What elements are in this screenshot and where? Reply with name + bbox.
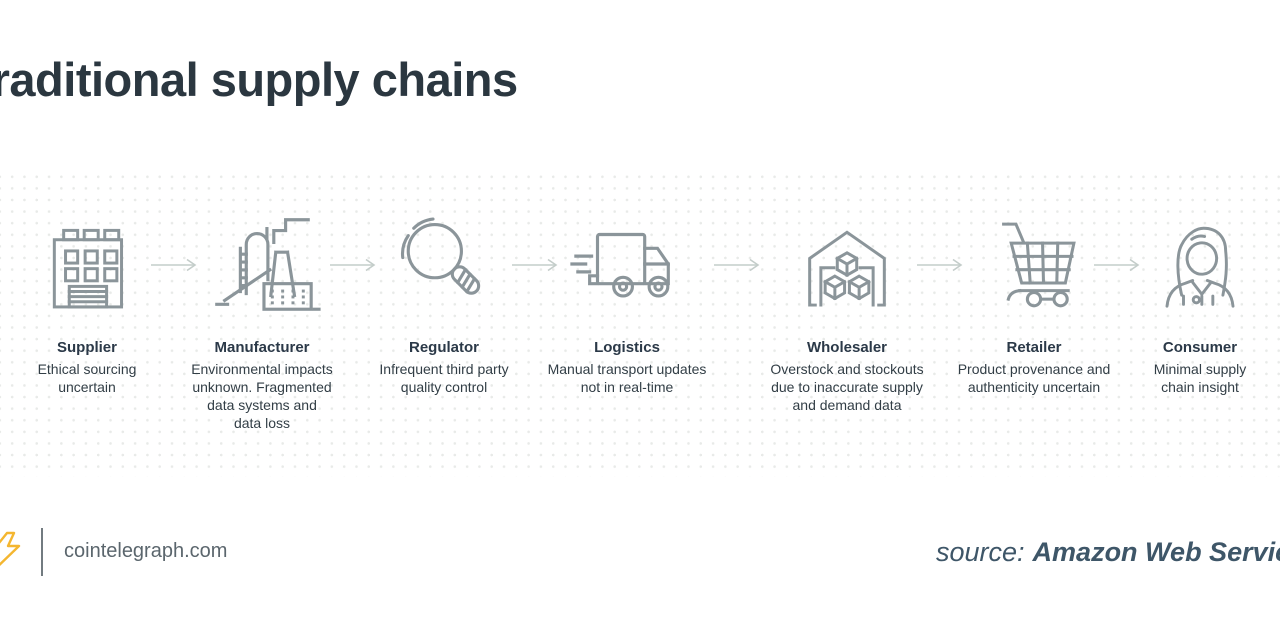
stage-label: Supplier [56,339,117,356]
magnifier-icon [364,199,524,329]
source-name: Amazon Web Services [1032,537,1280,567]
flow-right-arrow-icon [916,258,964,272]
stage-description: Manual transport updates not in real-tim… [547,361,707,395]
stage-logistics: Logistics Manual transport updates not i… [535,199,719,396]
stage-description: Overstock and stockouts due to inaccurat… [770,361,924,413]
source-line: source:Amazon Web Services [936,537,1280,568]
stage-manufacturer: Manufacturer Environmental impacts unkno… [180,199,344,432]
source-label: source: [936,537,1025,567]
flow-right-arrow-icon [150,258,198,272]
diagram-band: Supplier Ethical sourcing uncertain [0,167,1280,477]
flow-right-arrow-icon [1093,258,1141,272]
flow-right-arrow-icon [713,258,761,272]
flow-right-arrow-icon [329,258,377,272]
stage-label: Retailer [1006,339,1062,356]
building-icon [17,199,157,329]
stage-label: Regulator [408,339,479,356]
stage-label: Manufacturer [214,339,310,356]
stage-description: Environmental impacts unknown. Fragmente… [191,361,333,431]
cointelegraph-bolt-icon [0,531,22,580]
stage-supplier: Supplier Ethical sourcing uncertain [17,199,157,396]
stage-description: Ethical sourcing uncertain [37,361,137,395]
truck-icon [535,199,719,329]
page-title: Traditional supply chains [0,53,518,106]
stage-description: Infrequent third party quality control [379,361,509,395]
stage-label: Consumer [1162,339,1238,356]
stage-description: Minimal supply chain insight [1153,361,1247,395]
factory-icon [180,199,344,329]
stage-regulator: Regulator Infrequent third party quality… [364,199,524,396]
cart-icon [946,199,1122,329]
warehouse-icon [759,199,935,329]
stage-wholesaler: Wholesaler Overstock and stockouts due t… [759,199,935,414]
footer-divider [41,528,43,576]
stage-retailer: Retailer Product provenance and authenti… [946,199,1122,396]
stage-label: Wholesaler [806,339,888,356]
stage-label: Logistics [594,339,660,356]
brand-text: cointelegraph.com [64,540,228,562]
flow-right-arrow-icon [511,258,559,272]
stage-consumer: Consumer Minimal supply chain insight [1130,199,1270,396]
person-icon [1130,199,1270,329]
stage-description: Product provenance and authenticity unce… [957,361,1111,395]
